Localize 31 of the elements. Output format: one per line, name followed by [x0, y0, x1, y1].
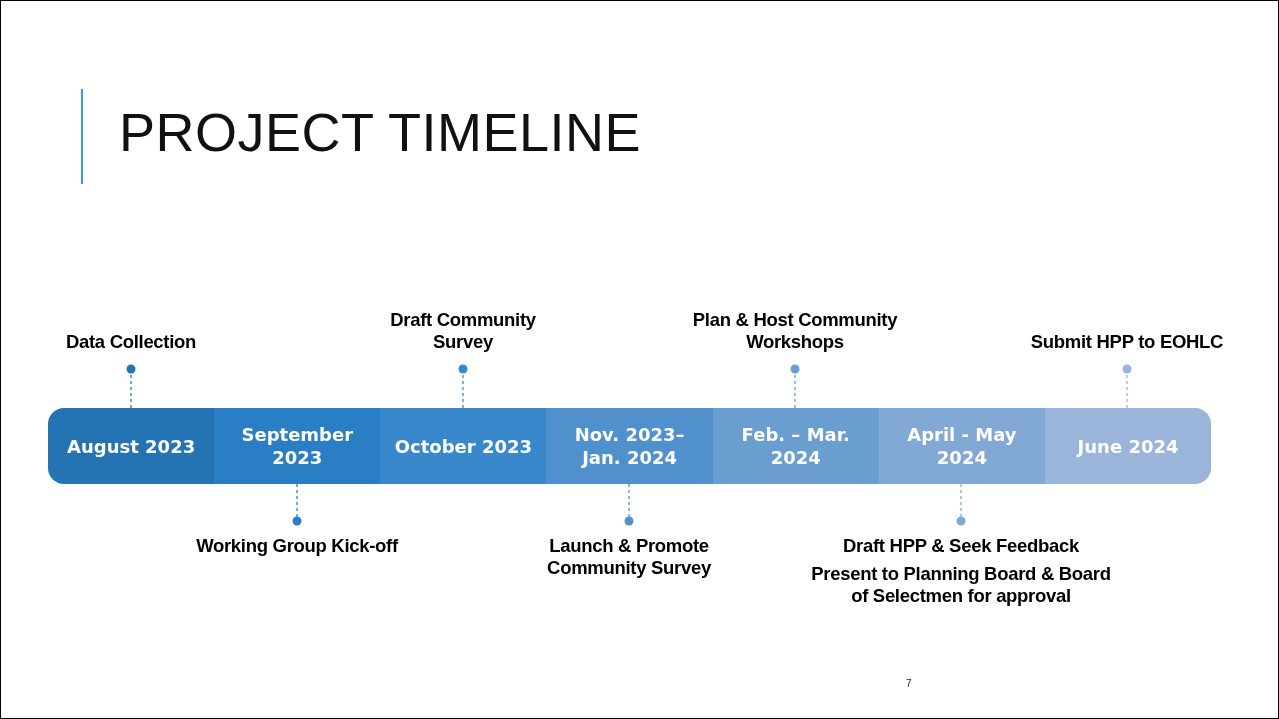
timeline-segment — [878, 408, 1046, 484]
milestone-label: Working Group Kick-off — [196, 535, 398, 557]
date-label: April - May 2024 — [906, 423, 1018, 469]
date-label: August 2023 — [66, 434, 197, 458]
timeline-segment — [1044, 408, 1212, 484]
timeline-segment — [712, 408, 879, 484]
milestone-label: Plan & Host Community Workshops — [691, 309, 899, 353]
date-label: Feb. – Mar. 2024 — [740, 423, 851, 469]
date-label: June 2024 — [1075, 434, 1180, 458]
leader-line — [1122, 364, 1132, 409]
date-label: October 2023 — [393, 434, 534, 458]
timeline-segment — [214, 408, 381, 484]
milestone-label: Launch & Promote Community Survey — [546, 535, 712, 579]
date-label: Nov. 2023– Jan. 2024 — [573, 423, 686, 469]
timeline-segment — [546, 408, 713, 484]
timeline-segment — [380, 408, 547, 484]
milestone-label: Present to Planning Board & Board of Selectmen for approval — [811, 563, 1111, 607]
leader-line — [292, 483, 302, 526]
leader-line — [624, 483, 634, 526]
leader-line — [790, 364, 800, 409]
milestone-label: Draft Community Survey — [389, 309, 537, 353]
leader-line — [458, 364, 468, 409]
milestone-label: Submit HPP to EOHLC — [1030, 331, 1224, 353]
milestone-label: Draft HPP & Seek Feedback — [843, 535, 1079, 557]
milestone-label: Data Collection — [65, 331, 197, 353]
leader-line — [126, 364, 136, 409]
page-number: 7 — [906, 678, 912, 689]
date-label: September 2023 — [240, 423, 355, 469]
slide-title: PROJECT TIMELINE — [119, 101, 642, 163]
timeline-segment — [48, 408, 215, 484]
leader-line — [956, 483, 966, 526]
